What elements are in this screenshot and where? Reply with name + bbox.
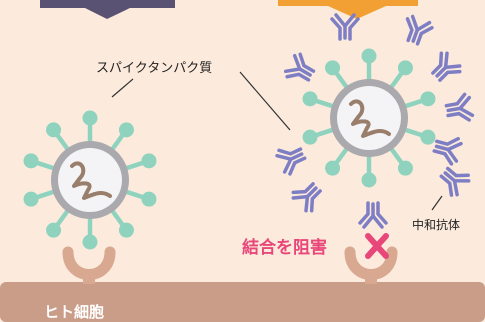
- receptor-left: [62, 246, 116, 284]
- antibody: [431, 51, 462, 82]
- spike-protein-head: [420, 129, 436, 145]
- spike-protein-head: [82, 110, 98, 126]
- human-cell-membrane: [0, 282, 485, 322]
- antibody: [358, 201, 388, 229]
- virus-core: [58, 148, 122, 212]
- left-panel-tab: [40, 0, 175, 19]
- spike-protein-head: [302, 91, 318, 107]
- receptor-right: [344, 246, 398, 284]
- antibody: [283, 52, 316, 82]
- spike-protein-head: [302, 129, 318, 145]
- viral-rna: [70, 161, 112, 200]
- right-panel-tab: [278, 0, 418, 19]
- spike-protein-head: [325, 60, 341, 76]
- spike-protein-label: スパイクタンパク質: [96, 61, 213, 76]
- virus-left: [23, 110, 157, 250]
- spike-protein-head: [141, 153, 157, 169]
- spike-protein-head: [118, 222, 134, 238]
- spike-protein-head: [141, 191, 157, 207]
- antibody-leader-line: [431, 195, 443, 211]
- spike-protein-head: [118, 122, 134, 138]
- spike-protein-head: [420, 91, 436, 107]
- antibody: [405, 14, 434, 46]
- viral-rna: [349, 99, 391, 138]
- antibody: [275, 147, 307, 176]
- antibody: [439, 166, 471, 197]
- spike-protein-head: [82, 234, 98, 250]
- spike-leader-line: [111, 78, 134, 98]
- spike-protein-head: [397, 60, 413, 76]
- binding-blocked-label: 結合を阻害: [242, 238, 327, 258]
- antibody: [291, 182, 322, 213]
- spike-protein-head: [23, 191, 39, 207]
- spike-protein-head: [361, 48, 377, 64]
- virus-core: [337, 86, 401, 150]
- antibody: [330, 13, 360, 41]
- spike-protein-head: [361, 172, 377, 188]
- neutralizing-antibodies: [275, 13, 475, 229]
- spike-protein-head: [46, 122, 62, 138]
- spike-protein-head: [397, 160, 413, 176]
- spike-protein-head: [325, 160, 341, 176]
- spike-protein-head: [46, 222, 62, 238]
- antibody: [432, 136, 463, 166]
- antibody: [444, 92, 475, 122]
- neutralizing-antibody-label: 中和抗体: [412, 218, 461, 232]
- cross-icon: [365, 233, 389, 259]
- human-cell-label: ヒト細胞: [44, 303, 105, 321]
- spike-leader-line-right: [239, 71, 291, 131]
- virus-right: [302, 48, 436, 188]
- spike-protein-head: [23, 153, 39, 169]
